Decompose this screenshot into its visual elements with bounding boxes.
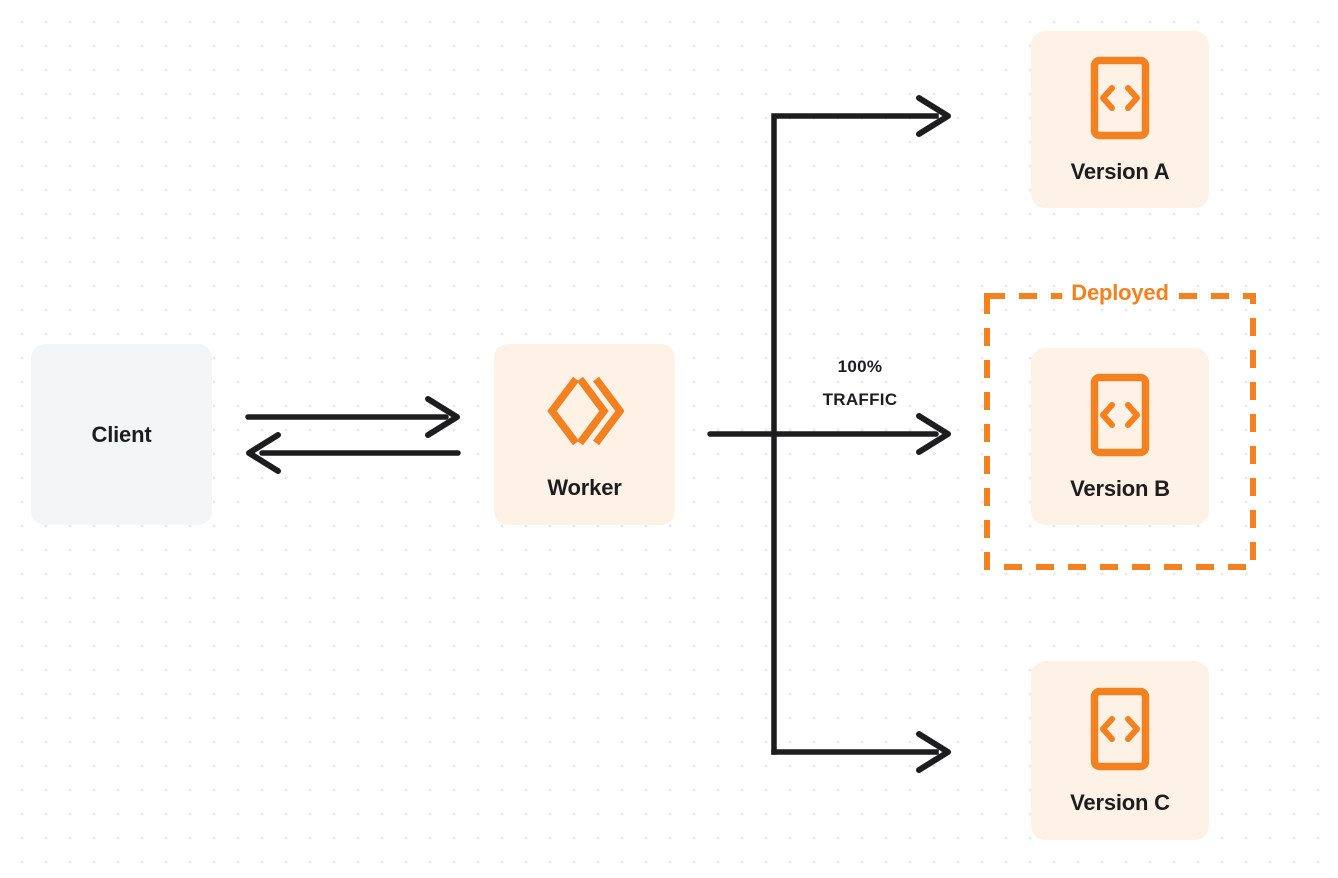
traffic-percentage-label: 100% TRAFFIC: [790, 350, 930, 416]
node-version-a[interactable]: Version A: [1031, 31, 1209, 208]
connector-worker-to-client: [246, 432, 461, 474]
node-version-a-label: Version A: [1070, 159, 1170, 184]
code-file-icon: [1090, 56, 1150, 145]
code-file-icon: [1090, 687, 1150, 776]
traffic-word: TRAFFIC: [822, 390, 898, 409]
cloudflare-workers-logo-icon: [546, 372, 625, 455]
node-worker-label: Worker: [547, 475, 622, 500]
node-client-label: Client: [91, 421, 152, 447]
traffic-percent-value: 100%: [837, 357, 883, 376]
node-version-c[interactable]: Version C: [1031, 661, 1209, 840]
node-version-c-label: Version C: [1070, 790, 1170, 815]
connector-worker-to-version-b: [707, 413, 951, 455]
group-deployed-label: Deployed: [1062, 278, 1178, 308]
node-version-b[interactable]: Version B: [1031, 348, 1209, 525]
node-client[interactable]: Client: [31, 344, 212, 525]
connector-client-to-worker: [245, 396, 460, 438]
connector-trunk-to-version-c: [771, 731, 951, 773]
code-file-icon: [1090, 373, 1150, 462]
connector-trunk-to-version-a: [771, 95, 951, 755]
node-version-b-label: Version B: [1070, 476, 1170, 501]
node-worker[interactable]: Worker: [494, 344, 675, 525]
